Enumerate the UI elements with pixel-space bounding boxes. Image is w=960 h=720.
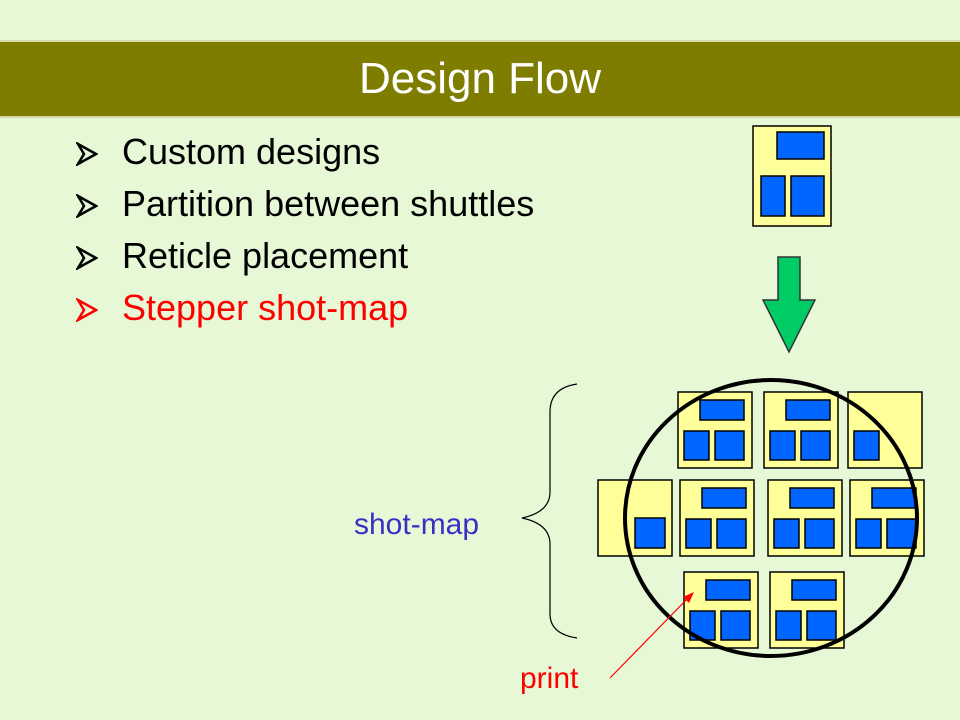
print-pointer-arrow <box>609 592 694 679</box>
reticle <box>752 125 832 227</box>
shot-reticle <box>769 571 845 649</box>
bullet-item-stepper-shotmap: Stepper shot-map <box>76 282 534 334</box>
bullet-item-partition: Partition between shuttles <box>76 178 534 230</box>
arrow-bullet-icon <box>76 142 122 166</box>
bullet-item-custom-designs: Custom designs <box>76 126 534 178</box>
shot-reticle <box>849 479 925 557</box>
shot-reticles <box>597 391 925 649</box>
bullet-text: Reticle placement <box>122 235 409 276</box>
shot-reticle <box>679 479 755 557</box>
down-arrow-icon <box>761 256 817 354</box>
bullet-text: Partition between shuttles <box>122 183 535 224</box>
wafer-circle <box>623 378 919 658</box>
arrow-bullet-icon <box>76 298 122 322</box>
bullet-list: Custom designs Partition between shuttle… <box>76 126 534 334</box>
bullet-text: Custom designs <box>122 131 381 172</box>
shotmap-label: shot-map <box>354 508 480 541</box>
print-label: print <box>520 662 579 695</box>
shot-reticle <box>763 391 839 469</box>
bullet-item-reticle-placement: Reticle placement <box>76 230 534 282</box>
shot-reticle-partial <box>847 391 923 469</box>
title-bar: Design Flow <box>0 40 960 118</box>
shot-reticle-partial <box>597 479 673 557</box>
arrow-bullet-icon <box>76 194 122 218</box>
bullet-text: Stepper shot-map <box>122 287 409 328</box>
brace <box>521 383 578 639</box>
slide-title: Design Flow <box>358 54 602 103</box>
arrow-bullet-icon <box>76 246 122 270</box>
shot-reticle <box>767 479 843 557</box>
